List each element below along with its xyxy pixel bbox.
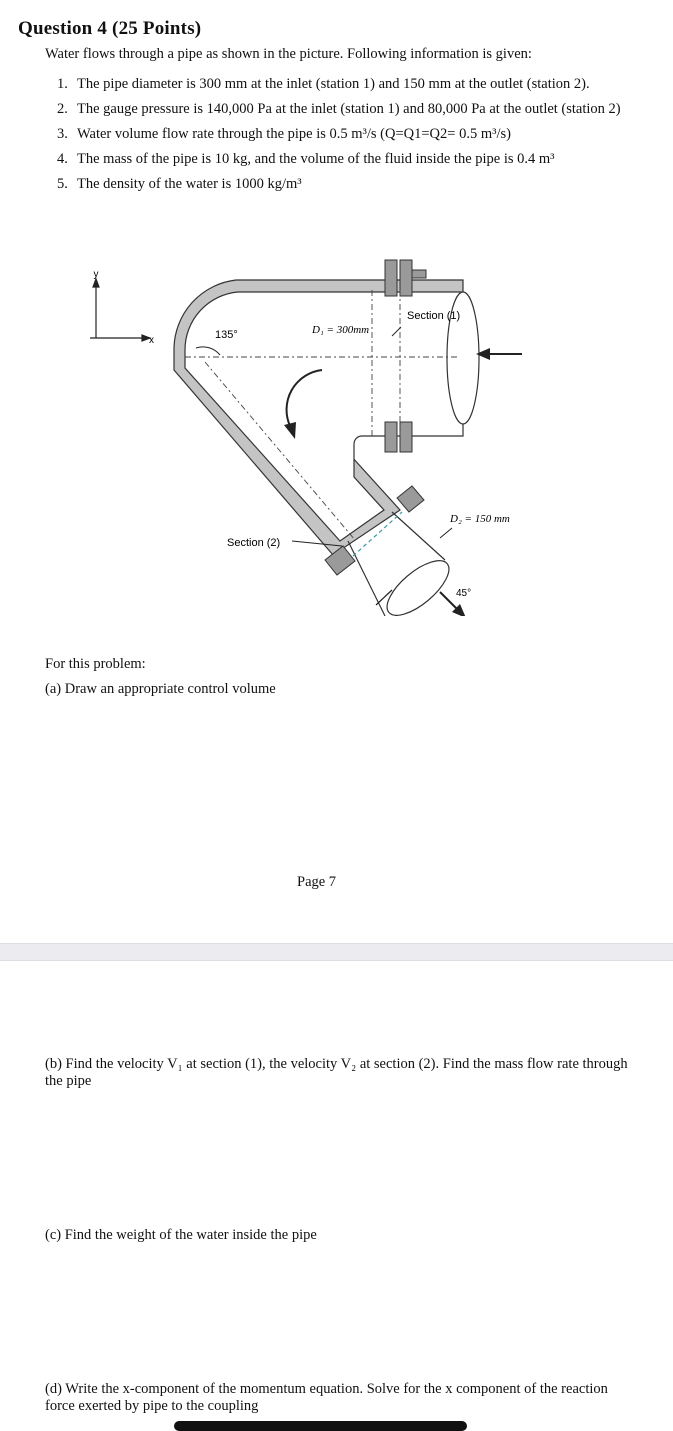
item-text: The gauge pressure is 140,000 Pa at the … [77, 101, 621, 117]
inlet-opening [446, 291, 480, 425]
item-text: The density of the water is 1000 kg/m³ [77, 176, 302, 192]
pipe-bore [184, 291, 464, 542]
section1-label: Section (1) [407, 310, 460, 322]
item-number: 4. [57, 151, 68, 167]
part-d: (d) Write the x-component of the momentu… [45, 1381, 608, 1414]
item-number: 1. [57, 76, 68, 92]
axis-x-label: x [149, 335, 154, 346]
question-title: Question 4 (25 Points) [18, 18, 202, 39]
item-text: Water volume flow rate through the pipe … [77, 126, 511, 142]
outlet-flange [324, 485, 425, 576]
part-c: (c) Find the weight of the water inside … [45, 1227, 317, 1243]
section2-label: Section (2) [227, 537, 280, 549]
list-item: 4. The mass of the pipe is 10 kg, and the… [45, 151, 625, 168]
parts-intro: For this problem: [45, 656, 146, 672]
list-item: 3. Water volume flow rate through the pip… [45, 126, 625, 143]
pipe-bend-diagram: y x 135° D₁ = [90, 259, 522, 616]
bend-angle-label: 135° [215, 329, 238, 341]
part-b: (b) Find the velocity V₁ at section (1),… [45, 1056, 628, 1089]
axes [90, 277, 152, 342]
page-number: Page 7 [297, 874, 337, 890]
page-divider [0, 943, 673, 961]
d2-label: D₂ = 150 mm [449, 513, 510, 525]
home-indicator [174, 1421, 467, 1431]
outlet-opening [386, 560, 450, 616]
item-text: The pipe diameter is 300 mm at the inlet… [77, 76, 590, 92]
d1-label: D₁ = 300mm [311, 324, 369, 336]
list-item: 2. The gauge pressure is 140,000 Pa at th… [45, 101, 625, 118]
question-intro: Water flows through a pipe as shown in t… [45, 46, 532, 62]
part-a: (a) Draw an appropriate control volume [45, 681, 276, 697]
inlet-flange [384, 259, 427, 453]
item-number: 5. [57, 176, 68, 192]
rotation-arrow [285, 369, 323, 427]
list-item: 5. The density of the water is 1000 kg/m³ [45, 176, 625, 193]
list-item: 1. The pipe diameter is 300 mm at the inl… [45, 76, 625, 93]
item-number: 3. [57, 126, 68, 142]
axis-y-label: y [94, 269, 99, 280]
outlet-angle-label: 45° [456, 588, 471, 599]
item-number: 2. [57, 101, 68, 117]
given-info-list: 1. The pipe diameter is 300 mm at the inl… [45, 76, 625, 201]
item-text: The mass of the pipe is 10 kg, and the v… [77, 151, 555, 167]
